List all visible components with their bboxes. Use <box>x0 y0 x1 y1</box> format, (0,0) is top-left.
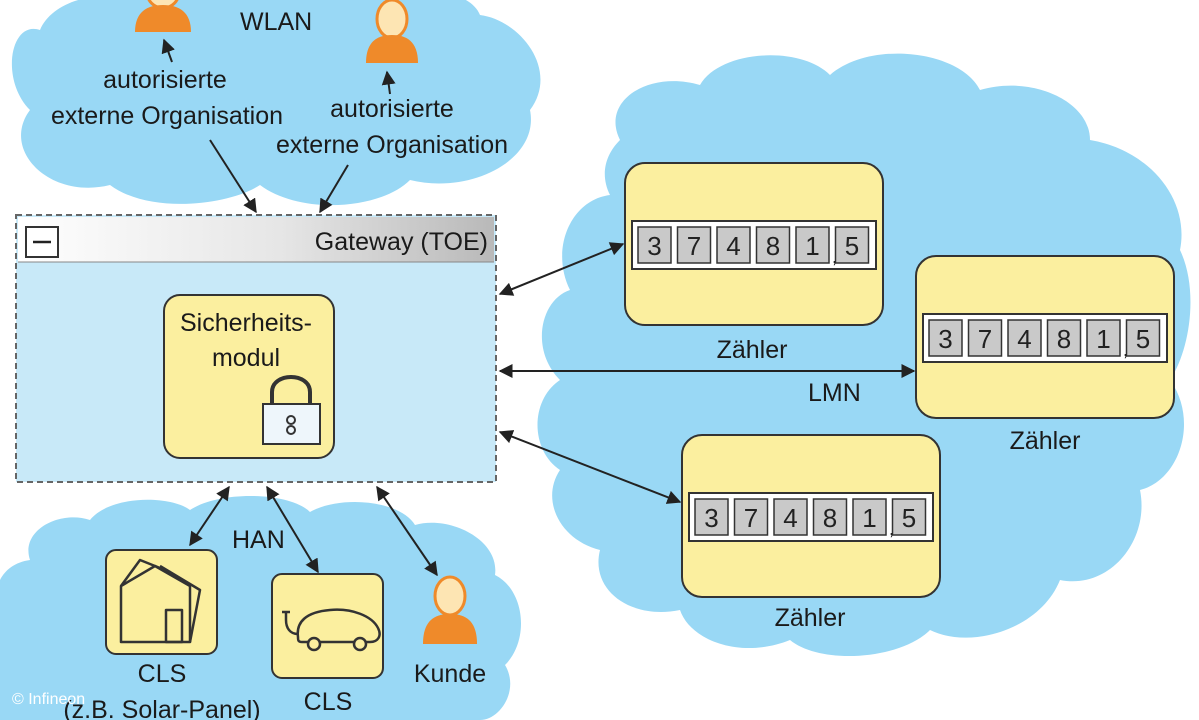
meter-digit: 8 <box>1057 324 1071 354</box>
han-device-customer: Kunde <box>414 575 486 688</box>
meter-digit: 4 <box>1017 324 1031 354</box>
meter-digit-cell <box>812 498 848 536</box>
meter-digit-cell <box>1046 319 1082 357</box>
meter-digit-cell <box>733 498 769 536</box>
meter-digit-cell <box>637 226 672 264</box>
meter-digit: 8 <box>823 503 837 533</box>
org-label-line1: autorisierte <box>330 95 454 123</box>
meter-digit: 5 <box>902 503 916 533</box>
meter-digit-cell <box>967 319 1003 357</box>
meter-digit: 3 <box>647 231 661 261</box>
han-device-solar: CLS (z.B. Solar-Panel) <box>63 549 261 720</box>
meter-digit: 7 <box>744 503 758 533</box>
house-solar-icon <box>119 558 202 644</box>
meter-digit: 7 <box>978 324 992 354</box>
meter-digit-cell <box>694 498 729 536</box>
gateway-title: Gateway (TOE) <box>315 228 488 256</box>
meter-digit-cell <box>795 226 830 264</box>
meter-digit-cell <box>852 498 887 536</box>
security-module-line1: Sicherheits- <box>180 309 312 337</box>
arrow <box>498 242 625 296</box>
meter-digit: 1 <box>805 231 819 261</box>
meter-label: Zähler <box>1010 427 1081 455</box>
collapse-button[interactable] <box>25 226 59 258</box>
lmn-label: LMN <box>808 379 861 407</box>
org-label-line2: externe Organisation <box>51 102 283 130</box>
han-device-label: Kunde <box>414 660 486 688</box>
org-label-line2: externe Organisation <box>276 131 508 159</box>
meter-label: Zähler <box>717 336 788 364</box>
han-device-label: CLS <box>138 660 187 688</box>
arrow <box>498 430 682 504</box>
meter-digit: 4 <box>726 231 740 261</box>
han-label: HAN <box>232 526 285 554</box>
meter-decimal-mark: , <box>832 247 837 267</box>
meter-digit-cell <box>773 498 808 536</box>
arrow <box>209 139 257 214</box>
meter-digit: 1 <box>1096 324 1110 354</box>
meter-digit-cell <box>834 226 870 264</box>
meter-digit: 5 <box>1136 324 1150 354</box>
han-device-sublabel: (z.B. Solar-Panel) <box>63 696 260 720</box>
han-device-label: CLS <box>304 688 353 716</box>
meter-digit-cell <box>676 226 712 264</box>
org-label-line1: autorisierte <box>103 66 227 94</box>
meter-digit: 3 <box>938 324 952 354</box>
han-device-car: CLS <box>271 573 384 716</box>
meter-digit-cell <box>755 226 791 264</box>
wlan-org-1: autorisierte externe Organisation <box>51 66 283 130</box>
person-icon <box>366 0 418 63</box>
arrow <box>266 485 319 574</box>
meter-digit-cell <box>891 498 927 536</box>
meter-digit: 5 <box>845 231 859 261</box>
arrow <box>189 485 230 547</box>
meter-label: Zähler <box>775 604 846 632</box>
meter-digit-cell <box>716 226 751 264</box>
arrow <box>381 70 396 95</box>
meter-decimal-mark: , <box>889 519 894 539</box>
wlan-org-2: autorisierte externe Organisation <box>276 95 508 159</box>
person-icon <box>423 575 477 644</box>
meter-digit-cell <box>1007 319 1042 357</box>
wlan-label: WLAN <box>240 8 312 36</box>
security-module: Sicherheits- modul <box>163 294 335 459</box>
meter-digit: 1 <box>862 503 876 533</box>
meter-digit: 4 <box>783 503 797 533</box>
person-icon <box>135 0 191 32</box>
image-credit: © Infineon <box>12 691 85 708</box>
meter-digit-cell <box>1125 319 1161 357</box>
arrow <box>161 38 175 63</box>
meter-digit: 7 <box>687 231 701 261</box>
meter-decimal-mark: , <box>1123 340 1128 360</box>
meter-digit: 8 <box>766 231 780 261</box>
meter-digit-cell <box>1086 319 1121 357</box>
padlock-icon <box>262 375 321 445</box>
electric-car-icon <box>282 608 381 652</box>
arrow <box>376 485 438 577</box>
security-module-line2: modul <box>212 344 280 372</box>
meter-digit: 3 <box>704 503 718 533</box>
arrow <box>319 164 349 214</box>
meter-digit-cell <box>928 319 963 357</box>
